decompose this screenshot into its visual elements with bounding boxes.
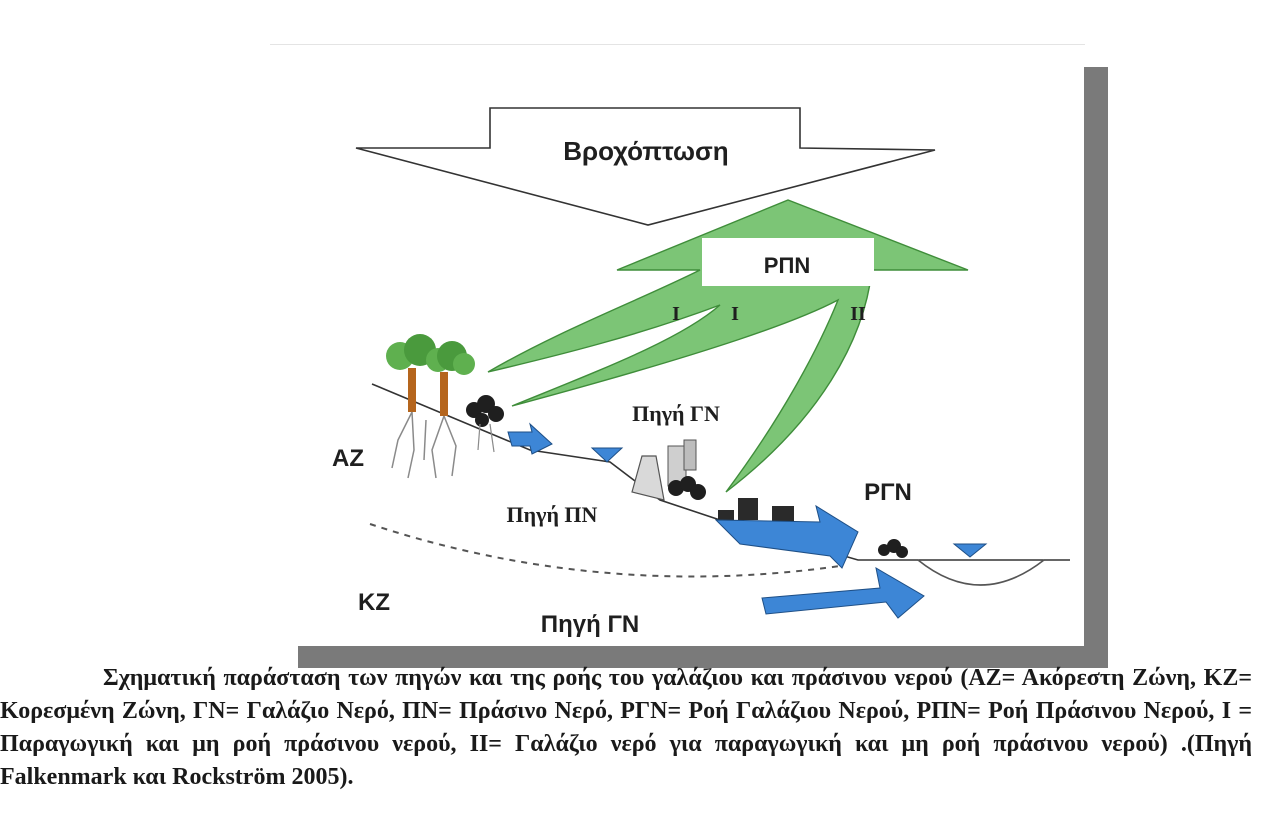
tree-icon — [386, 334, 475, 416]
frame-shadow-right — [1084, 67, 1108, 667]
flow-II-label: II — [850, 303, 866, 325]
green-source-label: Πηγή ΓΝ — [632, 401, 720, 426]
saturated-zone-label: ΚΖ — [358, 589, 390, 616]
unsaturated-zone-label: ΑΖ — [332, 445, 364, 472]
water-table-marker-2 — [952, 543, 988, 558]
green-water-source-label: Πηγή ΠΝ — [507, 502, 598, 527]
shrub-roots-icon — [477, 423, 495, 453]
ground-surface-line — [371, 383, 1070, 561]
forest-small-icon — [668, 476, 706, 500]
flow-I-right-label: I — [731, 303, 739, 325]
precipitation-label: Βροχόπτωση — [563, 136, 728, 166]
water-table-dashed-line — [369, 523, 841, 578]
dam-icon — [631, 439, 697, 501]
buildings-icon — [718, 498, 794, 524]
roots-icon — [391, 411, 457, 479]
blue-flow-label: ΡΓΝ — [864, 479, 912, 506]
top-divider-line — [270, 44, 1085, 45]
blue-flow-arrow-small — [507, 422, 553, 455]
shrub-riverside-icon — [878, 539, 908, 558]
lake-basin — [917, 559, 1045, 586]
shrub-icon — [466, 395, 504, 427]
frame-shadow-bottom — [298, 646, 1108, 668]
caption-text: Σχηματική παράσταση των πηγών και της ρο… — [0, 665, 1252, 790]
figure-caption: Σχηματική παράσταση των πηγών και της ρο… — [0, 662, 1252, 794]
blue-flow-arrow-surface — [714, 504, 859, 569]
green-flow-label-box — [702, 238, 874, 286]
water-table-marker-1 — [590, 447, 624, 463]
flow-I-left-label: I — [672, 303, 680, 325]
blue-flow-arrow-groundwater — [761, 567, 925, 619]
green-flow-label: ΡΠΝ — [764, 253, 810, 278]
groundwater-source-label: Πηγή ΓΝ — [541, 611, 639, 638]
precipitation-arrow — [355, 107, 936, 226]
